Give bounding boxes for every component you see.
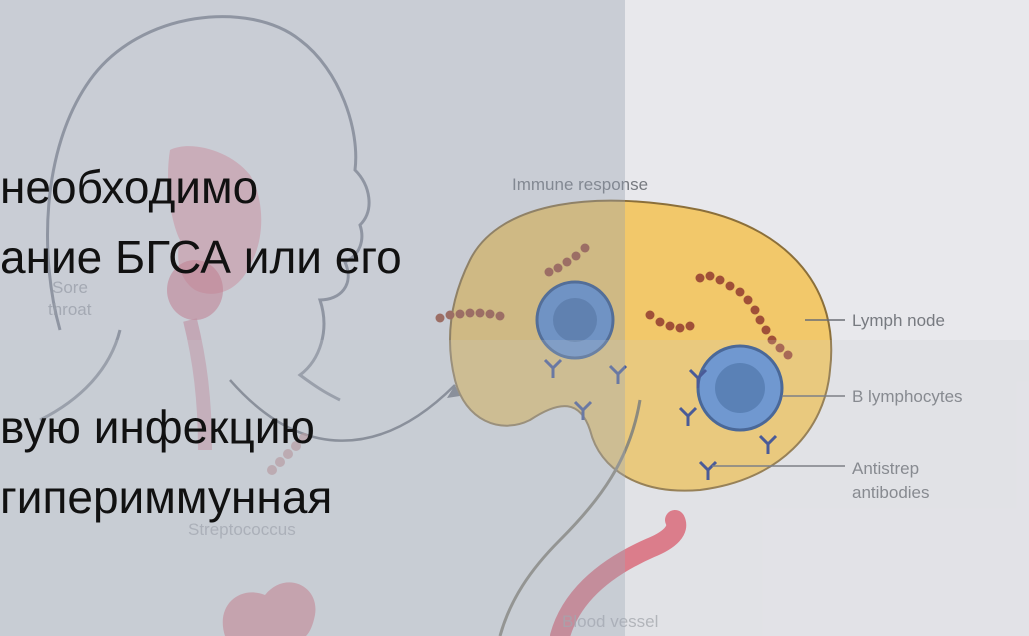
label-lymph-node: Lymph node xyxy=(852,311,945,331)
slide-text-line-1: необходимо xyxy=(0,160,258,214)
slide-text-line-4: гипериммунная xyxy=(0,470,332,524)
slide-text-line-3: вую инфекцию xyxy=(0,400,315,454)
slide-text-line-2: ание БГСА или его xyxy=(0,230,402,284)
